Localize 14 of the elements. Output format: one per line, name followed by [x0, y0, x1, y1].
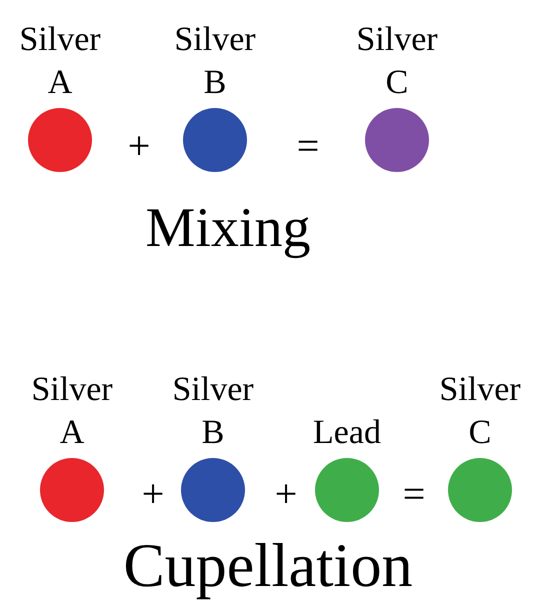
node-label: Lead [312, 413, 382, 453]
heading: Mixing [146, 200, 310, 256]
node-label: Silver C [438, 370, 522, 453]
node-label: Silver A [30, 370, 114, 453]
node-label: Silver B [173, 20, 257, 103]
node-label: Silver A [18, 20, 102, 103]
operator-sign: + [128, 126, 150, 166]
operator-sign: + [274, 474, 298, 514]
operator-sign: + [142, 474, 164, 514]
operator-sign: = [296, 126, 320, 166]
node-label: Silver B [171, 370, 255, 453]
operator-sign: = [402, 474, 426, 514]
node-label: Silver C [355, 20, 439, 103]
heading: Cupellation [123, 535, 413, 597]
